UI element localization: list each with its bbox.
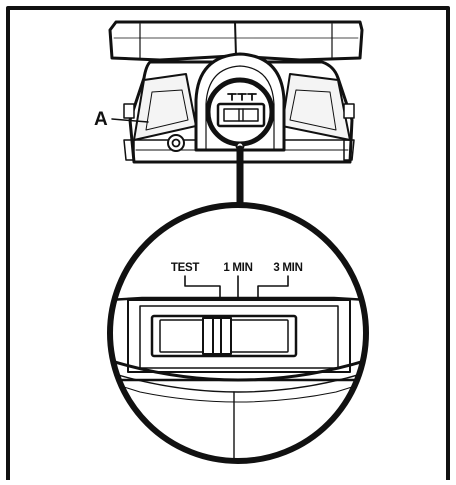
magnified-view: TEST 1 MIN 3 MIN bbox=[107, 202, 369, 464]
tick-3min bbox=[257, 275, 289, 299]
switch-label-1min: 1 MIN bbox=[223, 262, 252, 274]
callout-a-label: A bbox=[94, 109, 108, 130]
housing-curve bbox=[110, 358, 366, 382]
switch-slider bbox=[202, 317, 232, 355]
device-unit bbox=[108, 20, 364, 164]
tick-test bbox=[184, 275, 221, 299]
small-switch-marks bbox=[227, 93, 257, 101]
switch-label-test: TEST bbox=[171, 262, 199, 274]
callout-a: A bbox=[94, 109, 149, 130]
switch-label-3min: 3 MIN bbox=[273, 262, 302, 274]
magnifier-ring bbox=[107, 202, 369, 464]
round-button bbox=[167, 134, 185, 152]
switch-position-labels: TEST 1 MIN 3 MIN bbox=[171, 262, 303, 299]
magnify-connector bbox=[235, 141, 245, 206]
